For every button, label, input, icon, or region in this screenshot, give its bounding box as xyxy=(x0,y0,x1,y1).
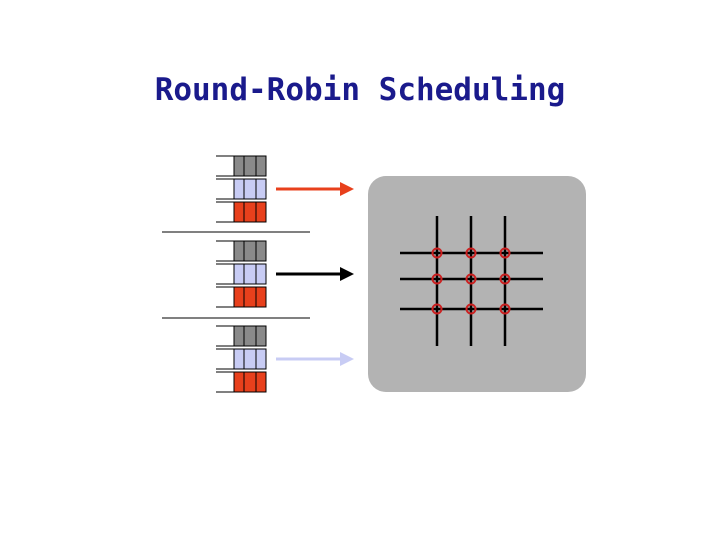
virtual-output-queue xyxy=(216,325,267,347)
packet-cell xyxy=(255,155,267,177)
virtual-output-queue xyxy=(216,178,267,200)
packet-cell xyxy=(243,325,257,347)
input-arrow xyxy=(276,182,354,196)
packet-cell xyxy=(243,263,257,285)
crosspoint xyxy=(465,303,477,315)
queue-outline xyxy=(216,155,235,177)
virtual-output-queue xyxy=(216,240,267,262)
queue-outline xyxy=(216,178,235,200)
queue-outline xyxy=(216,201,235,223)
packet-cell xyxy=(255,240,267,262)
packet-cell xyxy=(233,155,245,177)
queue-outline xyxy=(216,325,235,347)
queue-outline xyxy=(216,263,235,285)
packet-cell xyxy=(233,348,245,370)
crossbar xyxy=(400,216,543,346)
packet-cell xyxy=(233,325,245,347)
crosspoint xyxy=(499,303,511,315)
packet-cell xyxy=(243,178,257,200)
packet-cell xyxy=(233,201,245,223)
packet-cell xyxy=(243,286,257,308)
input-port-queues xyxy=(216,325,267,393)
input-arrow xyxy=(276,267,354,281)
virtual-output-queue xyxy=(216,371,267,393)
packet-cell xyxy=(243,371,257,393)
crosspoint xyxy=(499,247,511,259)
virtual-output-queue xyxy=(216,286,267,308)
input-port-queues xyxy=(216,240,267,308)
packet-cell xyxy=(243,201,257,223)
packet-cell xyxy=(255,286,267,308)
crosspoint xyxy=(465,273,477,285)
packet-cell xyxy=(255,263,267,285)
input-arrow xyxy=(276,352,354,366)
crosspoint xyxy=(431,247,443,259)
virtual-output-queue xyxy=(216,263,267,285)
packet-cell xyxy=(255,325,267,347)
virtual-output-queue xyxy=(216,348,267,370)
packet-cell xyxy=(233,286,245,308)
crosspoint xyxy=(431,303,443,315)
packet-cell xyxy=(233,371,245,393)
packet-cell xyxy=(243,155,257,177)
packet-cell xyxy=(233,263,245,285)
packet-cell xyxy=(233,178,245,200)
slide-title: Round-Robin Scheduling xyxy=(154,72,566,108)
switch-fabric xyxy=(368,176,586,392)
packet-cell xyxy=(233,240,245,262)
queue-outline xyxy=(216,240,235,262)
packet-cell xyxy=(255,348,267,370)
queue-outline xyxy=(216,286,235,308)
packet-cell xyxy=(255,371,267,393)
crosspoint xyxy=(499,273,511,285)
crosspoint xyxy=(431,273,443,285)
queue-outline xyxy=(216,371,235,393)
queue-outline xyxy=(216,348,235,370)
input-port-queues xyxy=(216,155,267,223)
crosspoint xyxy=(465,247,477,259)
packet-cell xyxy=(243,240,257,262)
virtual-output-queue xyxy=(216,155,267,177)
packet-cell xyxy=(255,201,267,223)
packet-cell xyxy=(243,348,257,370)
virtual-output-queue xyxy=(216,201,267,223)
packet-cell xyxy=(255,178,267,200)
